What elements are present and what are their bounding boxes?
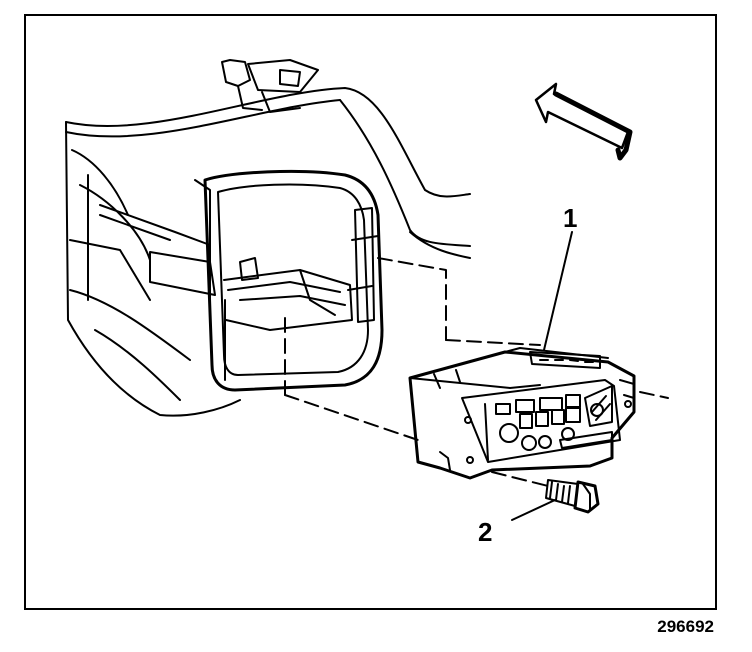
callout-leaders bbox=[511, 231, 573, 521]
instrument-panel bbox=[65, 87, 471, 417]
radio-cavity bbox=[203, 169, 384, 392]
radio-unit bbox=[408, 347, 636, 480]
callout-2-label: 2 bbox=[478, 517, 493, 547]
alignment-lines bbox=[284, 257, 669, 487]
radio-bolt bbox=[545, 479, 600, 514]
figure-number: 296692 bbox=[657, 617, 714, 636]
diagram-frame bbox=[24, 14, 717, 610]
direction-arrow-icon bbox=[534, 82, 633, 161]
callout-1-label: 1 bbox=[563, 203, 578, 233]
defroster-bracket bbox=[221, 59, 319, 113]
